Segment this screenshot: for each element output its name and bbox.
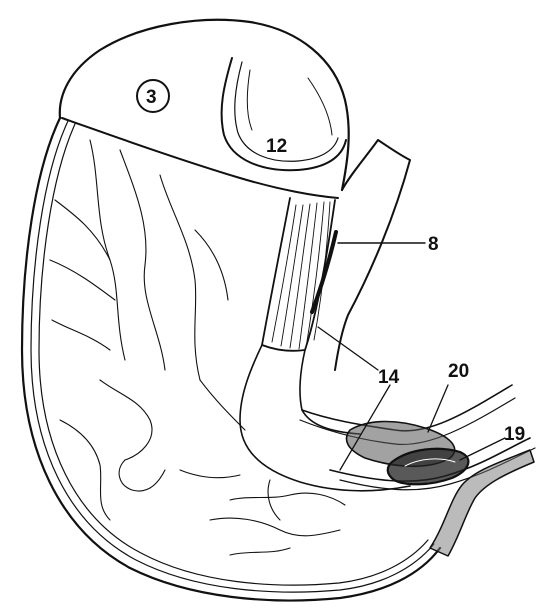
inner-lumen-right: [300, 350, 360, 434]
label-20: 20: [448, 361, 469, 382]
leader-14-a: [318, 327, 378, 370]
leader-19: [460, 438, 505, 460]
label-3: 3: [146, 87, 157, 108]
label-14: 14: [378, 367, 400, 388]
internal-vessels: [50, 140, 345, 555]
cap-outline: [60, 20, 349, 190]
label-8: 8: [428, 234, 439, 255]
outer-wall-inner-1: [31, 121, 434, 592]
dark-fiber-8: [312, 232, 336, 312]
cap-cut-edge: [62, 118, 338, 198]
striations: [272, 202, 330, 349]
outer-wall: [22, 118, 440, 600]
fold-12-line-a: [247, 70, 252, 130]
reflected-flap: [335, 140, 410, 370]
fold-12-line-b: [308, 78, 332, 135]
label-19: 19: [504, 424, 525, 445]
label-12: 12: [266, 136, 287, 157]
